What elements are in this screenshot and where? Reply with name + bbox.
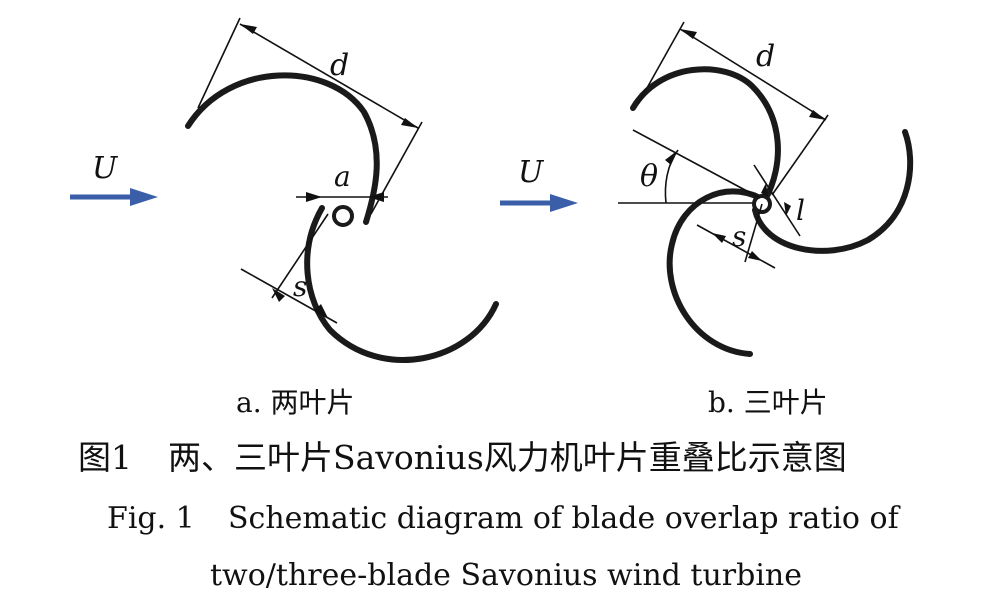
- dim-l-label: l: [796, 194, 805, 227]
- dimension-l: [753, 164, 801, 237]
- flow-label-b: U: [518, 155, 545, 190]
- caption-zh-label: 图1: [78, 438, 132, 477]
- dim-d-label-b: d: [756, 39, 775, 74]
- dim-s-label-b: s: [732, 220, 746, 253]
- blade-b-right: [752, 129, 914, 254]
- three-blade-diagram: U d θ s: [500, 21, 914, 419]
- caption-a: a. 两叶片: [236, 386, 355, 419]
- flow-label-a: U: [92, 151, 119, 186]
- dim-d-label-a: d: [330, 48, 349, 83]
- two-blade-diagram: U d a s a. 两叶片: [70, 17, 499, 419]
- blade-a-upper: [185, 72, 380, 225]
- dim-s-label-a: s: [293, 270, 307, 303]
- caption-zh-text: 两、三叶片Savonius风力机叶片重叠比示意图: [168, 438, 847, 477]
- blade-b-lower: [666, 188, 763, 357]
- blade-a-lower: [304, 205, 499, 363]
- shaft-a: [332, 205, 354, 227]
- figure-caption: 图1 两、三叶片Savonius风力机叶片重叠比示意图 Fig. 1 Schem…: [78, 438, 901, 593]
- caption-b: b. 三叶片: [708, 386, 828, 419]
- caption-en-label: Fig. 1: [107, 501, 195, 536]
- angle-theta-arc: [632, 129, 761, 204]
- dimension-s-b: [696, 203, 776, 269]
- blade-b-upper: [630, 66, 781, 203]
- caption-en-line1: Schematic diagram of blade overlap ratio…: [228, 501, 901, 536]
- flow-arrow-b: [500, 194, 578, 212]
- dimension-s-a: [240, 213, 338, 324]
- caption-en-line2: two/three-blade Savonius wind turbine: [210, 558, 802, 593]
- theta-label: θ: [640, 159, 658, 194]
- dim-a-label: a: [334, 160, 351, 193]
- dimension-a-overlap: [296, 192, 388, 202]
- dimension-d-a: [197, 17, 423, 215]
- dimension-d-b: [637, 21, 829, 196]
- flow-arrow-a: [70, 188, 158, 206]
